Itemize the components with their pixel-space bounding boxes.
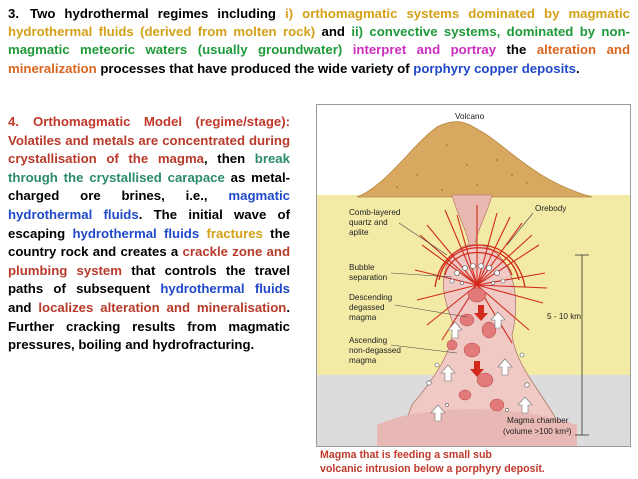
label-chamber-1: Magma chamber (507, 416, 569, 425)
p4-seg-13: that controls the travel paths of subseq… (8, 262, 290, 297)
p4-seg-4: break through the crystallised carapace (8, 151, 290, 185)
p3-seg-0: Two hydrothermal regimes including (30, 6, 286, 21)
label-bubble-2: separation (349, 273, 388, 282)
p4-seg-17: . Further cracking results from magmatic… (8, 299, 291, 353)
label-orebody: Orebody (535, 204, 567, 213)
p4-seg-5: as metal-charged ore brines, i.e., (8, 169, 291, 204)
porphyry-diagram: Volcano Comb-layered quartz and aplite O… (316, 104, 631, 447)
p4-seg-11: the country rock and creates a (8, 225, 290, 260)
p4-seg-10: fractures (206, 225, 263, 241)
p4-seg-3: , then (204, 151, 255, 167)
paragraph-4: 4. Orthomagmatic Model (regime/stage): Vo… (8, 113, 290, 355)
paragraph-4-number: 4. (8, 114, 19, 129)
p3-seg-7: alteration and mineralization (8, 42, 631, 76)
label-chamber-2: (volume >100 km³) (503, 427, 572, 436)
paragraph-3: 3.Two hydrothermal regimes including i) … (8, 5, 630, 78)
p3-seg-6: the (496, 42, 537, 58)
p3-seg-5: interpret and portray (352, 42, 497, 58)
label-descending-1: Descending (349, 293, 393, 302)
paragraph-3-number: 3. (8, 6, 19, 21)
caption-line-2: volcanic intrusion below a porphyry depo… (320, 462, 545, 475)
cone-texture (396, 144, 528, 191)
leader-lines (390, 212, 534, 354)
label-comb-3: aplite (349, 228, 369, 237)
label-ascending-1: Ascending (349, 336, 388, 345)
magma-blobs (446, 287, 505, 412)
p4-seg-0: Orthomagmatic Model (regime/stage): (33, 114, 290, 129)
label-descending-3: magma (349, 313, 377, 322)
p4-seg-2: crystallisation of the magma (8, 151, 204, 167)
p3-seg-10: . (575, 60, 580, 76)
carapace-arcs (434, 244, 526, 288)
p4-seg-12: crackle zone and plumbing system (8, 244, 290, 278)
label-ascending-2: non-degassed (349, 346, 401, 355)
p3-seg-9: porphyry copper deposits (413, 60, 576, 76)
depth-bar (575, 254, 589, 436)
label-bubble-1: Bubble (349, 263, 375, 272)
label-ascending-3: magma (349, 356, 377, 365)
p4-seg-15: and (8, 299, 39, 315)
p3-seg-2: and (315, 24, 352, 40)
bubbles (426, 263, 530, 412)
p4-seg-8: hydrothermal fluids (72, 225, 200, 241)
p4-seg-14: hydrothermal fluids (160, 281, 290, 297)
magma-chamber-shape (377, 409, 577, 446)
label-comb-1: Comb-layered (349, 208, 401, 217)
p3-seg-3: ii) convective systems, dominated by non… (8, 24, 630, 58)
label-comb-2: quartz and (349, 218, 388, 227)
porphyry-diagram-svg: Volcano Comb-layered quartz and aplite O… (317, 105, 630, 446)
paragraph-3-text: Two hydrothermal regimes including i) or… (8, 6, 630, 76)
label-volcano: Volcano (455, 112, 485, 121)
diagram-caption: Magma that is feeding a small sub volcan… (320, 449, 630, 476)
label-depth: 5 - 10 km (547, 312, 581, 321)
volcano-cone (356, 121, 593, 198)
p4-seg-7: . The initial wave of escaping (8, 206, 290, 241)
p4-seg-6: magmatic hydrothermal fluids (8, 188, 290, 222)
descending-arrows (470, 305, 488, 377)
ascending-arrows (430, 311, 533, 422)
p3-seg-8: processes that have produced the wide va… (96, 60, 414, 76)
p4-seg-16: localizes alteration and mineralisation (38, 299, 287, 315)
p4-seg-1: Volatiles and metals are concentrated du… (8, 132, 290, 148)
p3-seg-4 (342, 42, 352, 57)
p3-seg-1: i) orthomagmatic systems dominated by ma… (8, 6, 631, 40)
caption-line-1: Magma that is feeding a small sub (320, 449, 492, 461)
label-descending-2: degassed (349, 303, 385, 312)
